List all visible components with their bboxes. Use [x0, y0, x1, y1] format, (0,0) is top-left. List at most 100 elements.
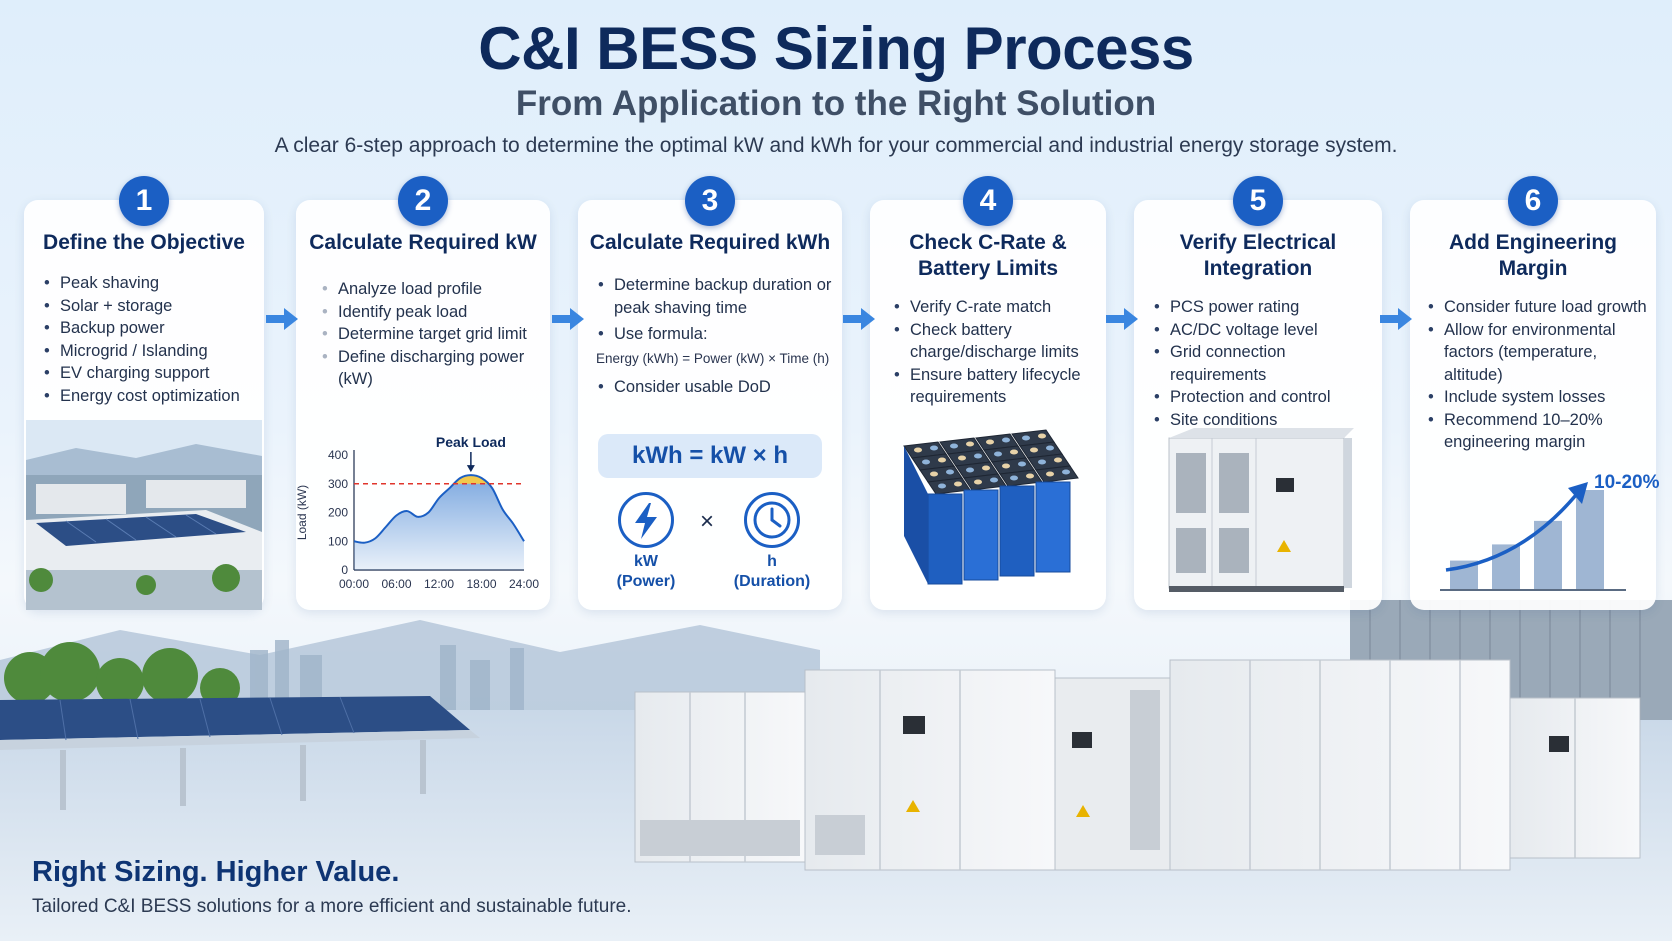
step-number-badge: 1 [119, 176, 169, 226]
step-card-3: 3 Calculate Required kWh Determine backu… [578, 176, 842, 610]
step-title: Check C-Rate & Battery Limits [870, 230, 1106, 282]
x-tick-label: 12:00 [424, 577, 454, 591]
cell-side [963, 489, 999, 581]
footer-subtitle: Tailored C&I BESS solutions for a more e… [32, 896, 632, 917]
y-tick-label: 400 [328, 448, 348, 462]
bullet-item: Consider usable DoD [596, 376, 836, 399]
cell-terminal [1038, 459, 1046, 465]
cell-terminal [1010, 475, 1018, 481]
growth-arrow-head [1568, 482, 1588, 504]
cell-terminal [1022, 435, 1030, 441]
bullet-item: EV charging support [42, 362, 262, 385]
cell-side [1035, 481, 1071, 573]
bullet-item: Determine backup duration or peak shavin… [596, 274, 836, 319]
margin-label: 10-20% [1594, 472, 1660, 493]
flow-arrow-right-icon [552, 308, 584, 330]
flow-arrow-right-icon [843, 308, 875, 330]
bullet-item: Ensure battery lifecycle requirements [892, 364, 1102, 409]
bullet-item: Identify peak load [320, 301, 545, 324]
cell-terminal [958, 455, 966, 461]
step-title: Add Engineering Margin [1410, 230, 1656, 282]
cell-terminal [1038, 433, 1046, 439]
cell-terminal [974, 479, 982, 485]
annotation-arrow-head [466, 465, 475, 473]
step-number-badge: 2 [398, 176, 448, 226]
kw-label-unit: kW [634, 553, 658, 570]
load-line [353, 474, 525, 544]
flow-arrow-right-icon [266, 308, 298, 330]
lightning-icon [618, 492, 674, 548]
y-tick-label: 0 [341, 563, 348, 577]
bullet-item: Allow for environmental factors (tempera… [1426, 319, 1654, 387]
cell-terminal [950, 443, 958, 449]
bullet-item: Recommend 10–20% engineering margin [1426, 409, 1654, 454]
y-tick-label: 300 [328, 477, 348, 491]
bullet-item: Backup power [42, 317, 262, 340]
cell-terminal [1018, 461, 1026, 467]
bess-site-scene [0, 600, 1672, 941]
energy-formula: Energy (kWh) = Power (kW) × Time (h) [596, 350, 830, 366]
clock-icon [744, 492, 800, 548]
cell-terminal [1046, 445, 1054, 451]
step-title: Calculate Required kW [309, 231, 537, 254]
step-title-line: Verify Electrical [1179, 231, 1337, 254]
cell-terminal [922, 459, 930, 465]
cell-terminal [1002, 437, 1010, 443]
step-title-line: Integration [1203, 257, 1313, 280]
step-number-badge: 4 [963, 176, 1013, 226]
battery-cells-icon [903, 429, 1079, 585]
bullet-item: Check battery charge/discharge limits [892, 319, 1102, 364]
x-tick-label: 24:00 [509, 577, 539, 591]
step-number-badge: 3 [685, 176, 735, 226]
cell-terminal [1062, 469, 1070, 475]
peak-load-annotation: Peak Load [436, 434, 506, 450]
bullet-item: PCS power rating [1152, 296, 1380, 319]
engineering-margin-chart: 10-20% [1440, 472, 1660, 591]
bullet-item: Microgrid / Islanding [42, 340, 262, 363]
step-title: Verify Electrical Integration [1134, 230, 1382, 282]
y-tick-label: 200 [328, 506, 348, 520]
bullet-item: Analyze load profile [320, 278, 545, 301]
flow-arrow-right-icon [1106, 308, 1138, 330]
formula-box: kWh = kW × h [598, 434, 822, 478]
cell-terminal [994, 451, 1002, 457]
bullet-item: Verify C-rate match [892, 296, 1102, 319]
x-tick-label: 18:00 [466, 577, 496, 591]
bullet-item: Site conditions [1152, 409, 1380, 432]
step-bullet-list: Determine backup duration or peak shavin… [596, 274, 836, 399]
bullet-item: Peak shaving [42, 272, 262, 295]
page-subtitle: From Application to the Right Solution [515, 84, 1157, 123]
margin-bar [1576, 490, 1604, 590]
pcs-cabinet-icon [1168, 428, 1354, 592]
cell-terminal [930, 445, 938, 451]
step-title-line: Margin [1498, 257, 1568, 280]
step-bullet-list: Peak shaving Solar + storage Backup powe… [42, 272, 262, 407]
load-area [354, 475, 524, 570]
y-tick-label: 100 [328, 534, 348, 548]
cell-terminal [946, 469, 954, 475]
cell-terminal [1046, 471, 1054, 477]
step-number-badge: 5 [1233, 176, 1283, 226]
kw-label-desc: (Power) [616, 573, 676, 590]
bullet-item: Protection and control [1152, 386, 1380, 409]
step-card-5: 5 Verify Electrical Integration PCS powe… [1134, 176, 1382, 610]
bullet-item: Consider future load growth [1426, 296, 1654, 319]
cell-terminal [1030, 447, 1038, 453]
bullet-item: Determine target grid limit [320, 323, 545, 346]
step-number-badge: 6 [1508, 176, 1558, 226]
bullet-item-text: Use formula: [614, 325, 708, 343]
cell-terminal [990, 477, 998, 483]
step-title: Define the Objective [43, 231, 245, 254]
cell-terminal [1054, 457, 1062, 463]
cell-side [927, 493, 963, 585]
step-bullet-list: PCS power rating AC/DC voltage level Gri… [1152, 296, 1380, 431]
step-bullet-list: Verify C-rate match Check battery charge… [892, 296, 1102, 409]
cell-side-left [904, 446, 928, 584]
cell-side [999, 485, 1035, 577]
h-label-unit: h [767, 553, 777, 570]
bullet-item: Include system losses [1426, 386, 1654, 409]
step-bullet-list: Analyze load profile Identify peak load … [320, 278, 545, 391]
growth-arrow [1445, 493, 1578, 572]
step-card-6: 6 Add Engineering Margin Consider future… [1410, 176, 1660, 610]
kw-label: kW (Power) [586, 552, 706, 592]
